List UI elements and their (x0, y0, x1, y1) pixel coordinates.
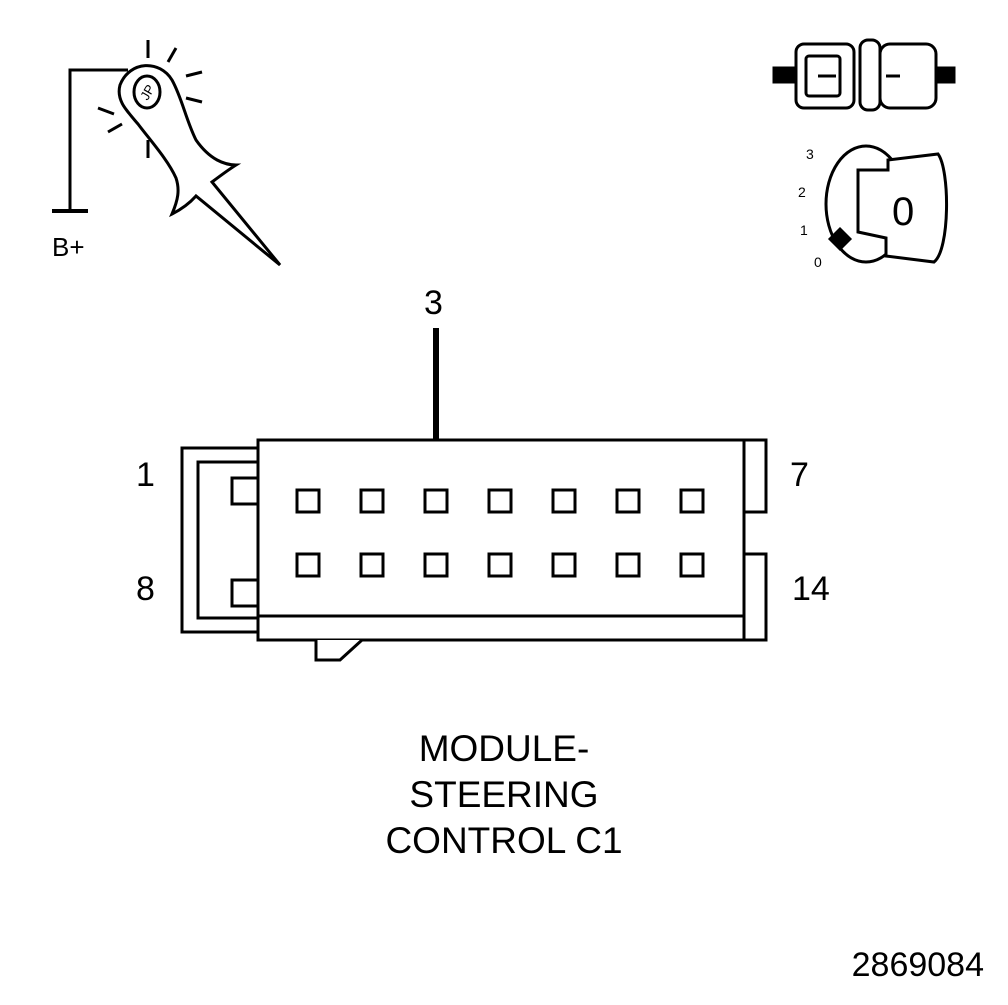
caption-line-2: STEERING (409, 774, 599, 815)
pin-label-8: 8 (136, 570, 155, 608)
figure-number: 2869084 (851, 946, 984, 984)
connector-face (180, 438, 768, 662)
ignition-position-1: 1 (800, 222, 808, 238)
test-light-probe-icon: JP (52, 40, 282, 267)
ignition-position-0: 0 (814, 254, 822, 270)
ignition-key-icon (824, 144, 949, 264)
svg-text:JP: JP (137, 82, 158, 103)
ignition-key-label: 0 (892, 190, 915, 234)
ignition-position-3: 3 (806, 146, 814, 162)
pin-label-1: 1 (136, 456, 155, 494)
probe-label: B+ (52, 232, 85, 262)
pin-label-14: 14 (792, 570, 830, 608)
pointed-pin-label: 3 (424, 284, 443, 322)
ignition-position-2: 2 (798, 184, 806, 200)
connector-caption: MODULE- STEERING CONTROL C1 (304, 726, 704, 864)
caption-line-3: CONTROL C1 (385, 820, 623, 861)
pin-label-7: 7 (790, 456, 809, 494)
connector-icon (772, 38, 956, 112)
caption-line-1: MODULE- (418, 728, 590, 769)
